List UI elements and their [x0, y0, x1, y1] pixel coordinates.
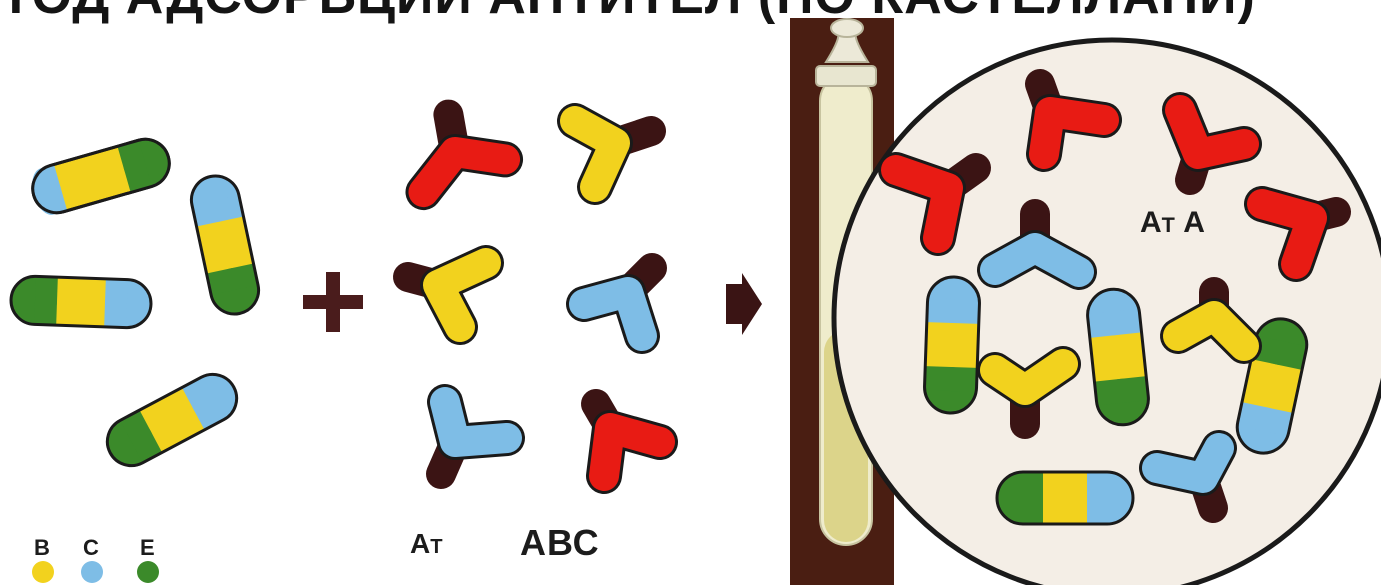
- legend-swatch-blue: [81, 561, 103, 583]
- antibodies-label: АТ: [410, 528, 443, 560]
- bacterium: [27, 134, 175, 219]
- adsorbed-antibody-label: АТ А: [1140, 206, 1205, 240]
- bacterium: [997, 472, 1133, 524]
- legend-swatch-yellow: [32, 561, 54, 583]
- antibody-red: [411, 106, 508, 192]
- bacterium: [924, 276, 981, 414]
- result-circle: [834, 40, 1381, 585]
- antibody-yellow: [575, 121, 651, 187]
- antibody-blue: [441, 402, 507, 474]
- legend-swatch-green: [137, 561, 159, 583]
- antibody-group: [408, 106, 660, 476]
- antibody-blue: [584, 268, 652, 336]
- bacteria-group-left: [10, 134, 263, 474]
- legend-letter-c: С: [83, 535, 99, 561]
- antibody-red: [596, 404, 660, 476]
- antibody-yellow: [408, 263, 486, 327]
- legend-letter-e: Е: [140, 535, 155, 561]
- plus-icon: [303, 272, 363, 332]
- bacterium: [10, 276, 152, 329]
- arrow-right-icon: [726, 273, 762, 335]
- legend-letter-b: В: [34, 535, 50, 561]
- bacterium: [187, 172, 263, 319]
- bacterium: [99, 366, 245, 474]
- antigens-label: АВС: [520, 522, 600, 564]
